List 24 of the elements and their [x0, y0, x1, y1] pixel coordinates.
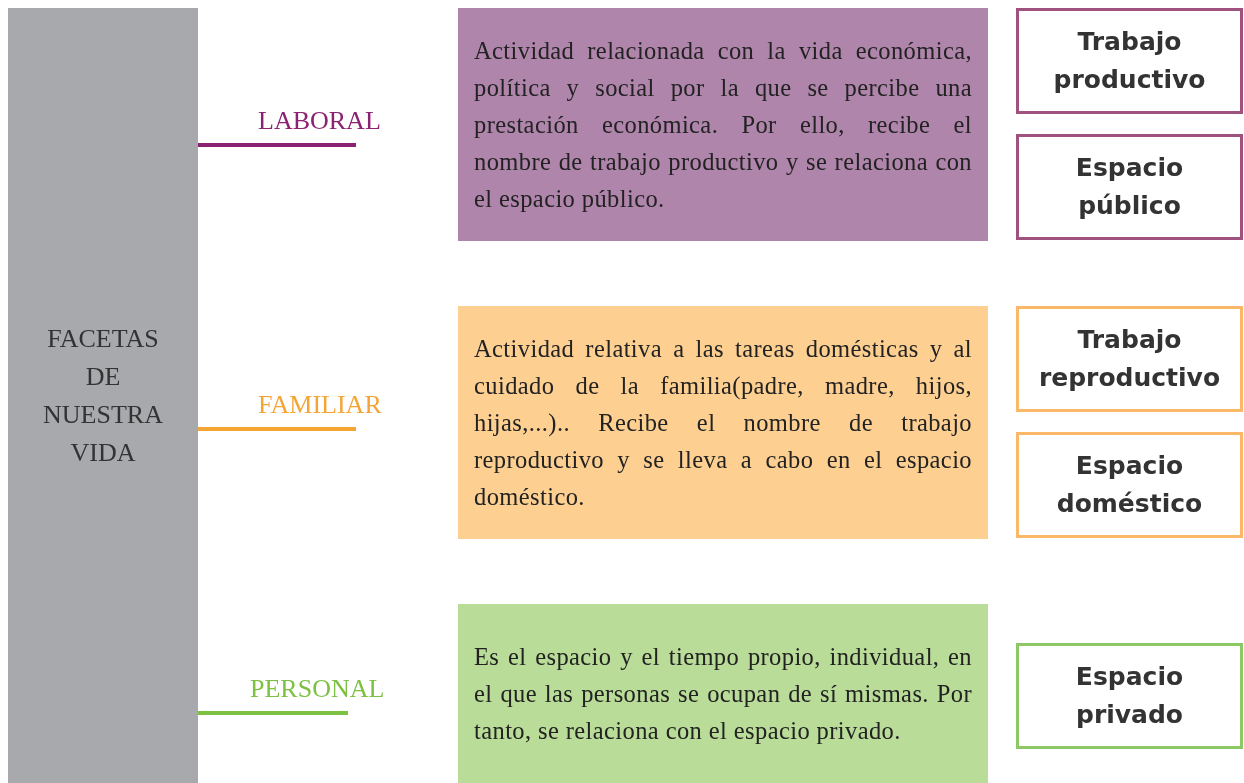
- description-box: [458, 8, 988, 241]
- concept-box: [1016, 643, 1243, 749]
- description-box: [458, 306, 988, 539]
- concept-label: Espacio privado: [1074, 661, 1185, 731]
- connector-line: [198, 711, 348, 715]
- concept-label: Espacio doméstico: [1055, 450, 1204, 520]
- category-bar: [8, 8, 198, 783]
- concept-box: [1016, 134, 1243, 240]
- concept-label: Trabajo productivo: [1052, 26, 1207, 96]
- facet-label: LABORAL: [258, 106, 381, 136]
- connector-line: [198, 143, 356, 147]
- description-text: Actividad relacionada con la vida económica, política y social por la que se percibe una prestación económica. Por ello, recibe el nombre de trabajo productivo y se relaciona con el espacio público.: [474, 36, 972, 214]
- concept-box: [1016, 8, 1243, 114]
- description-box: [458, 604, 988, 783]
- description-text: Es el espacio y el tiempo propio, individual, en el que las personas se ocupan de sí mismas. Por tanto, se relaciona con el espacio privado.: [474, 642, 972, 746]
- category-title: FACETAS DE NUESTRA VIDA: [42, 322, 164, 469]
- description-text: Actividad relativa a las tareas domésticas y al cuidado de la familia(padre, madre, hijos, hijas,...).. Recibe el nombre de trabajo reproductivo y se lleva a cabo en el espacio doméstico.: [474, 334, 972, 512]
- concept-box: [1016, 306, 1243, 412]
- connector-line: [198, 427, 356, 431]
- facet-label: FAMILIAR: [258, 390, 382, 420]
- facet-label: PERSONAL: [250, 674, 385, 704]
- concept-label: Espacio público: [1074, 152, 1185, 222]
- concept-label: Trabajo reproductivo: [1038, 324, 1221, 394]
- concept-box: [1016, 432, 1243, 538]
